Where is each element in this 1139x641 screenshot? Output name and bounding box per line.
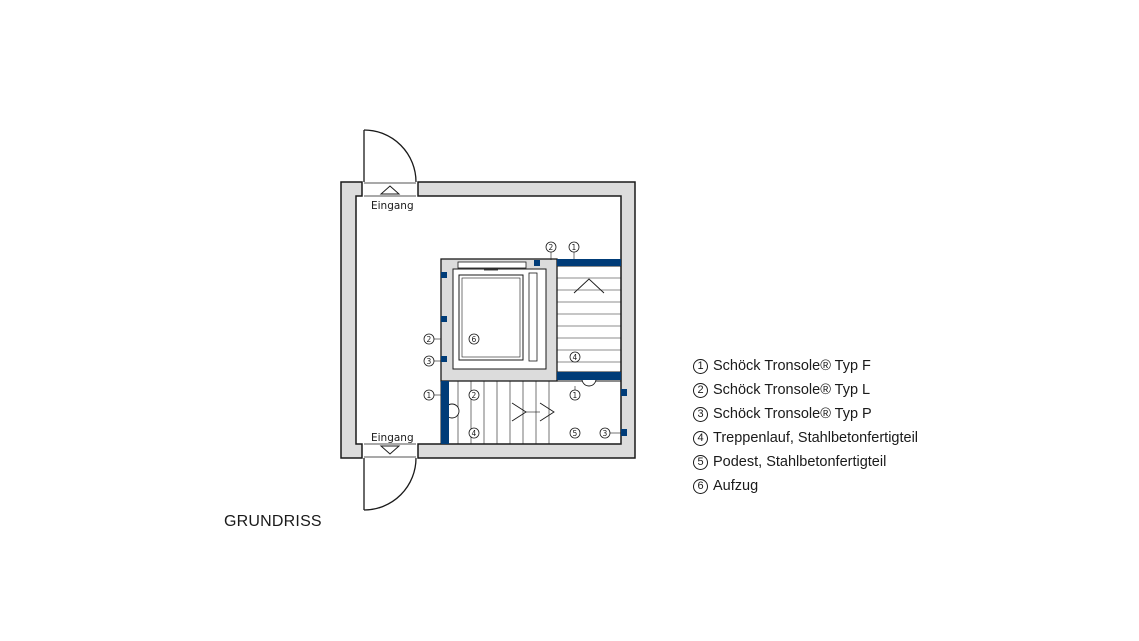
legend-item: 4 Treppenlauf, Stahlbetonfertigteil — [693, 426, 918, 450]
legend-text: Schöck Tronsole® Typ L — [713, 382, 871, 398]
marker-left-3: 3 — [423, 355, 441, 367]
marker-flight-4: 4 — [569, 351, 581, 363]
legend-text: Aufzug — [713, 478, 759, 494]
entrance-arrow-top-icon — [379, 185, 401, 195]
legend-item: 5 Podest, Stahlbetonfertigteil — [693, 450, 918, 474]
legend-number: 1 — [693, 358, 708, 374]
tronsole-elements — [441, 259, 627, 444]
marker-right-3: 3 — [599, 427, 621, 439]
legend-number: 2 — [693, 382, 708, 398]
marker-landing-1: 1 — [569, 386, 581, 401]
svg-text:2: 2 — [472, 391, 477, 400]
legend-item: 3 Schöck Tronsole® Typ P — [693, 402, 918, 426]
legend-number: 6 — [693, 478, 708, 494]
svg-text:4: 4 — [573, 353, 578, 362]
marker-elevator-6: 6 — [468, 333, 480, 345]
marker-top-1: 1 — [568, 241, 580, 259]
entrance-arrow-bottom-icon — [379, 445, 401, 455]
svg-text:5: 5 — [573, 429, 578, 438]
door-top — [363, 129, 417, 197]
legend-text: Podest, Stahlbetonfertigteil — [713, 454, 887, 470]
legend-text: Schöck Tronsole® Typ F — [713, 358, 871, 374]
drawing-title: GRUNDRISS — [224, 513, 322, 530]
marker-lower-2: 2 — [468, 389, 480, 401]
marker-left-2: 2 — [423, 333, 441, 345]
stair-flight-lower — [440, 380, 622, 445]
svg-text:3: 3 — [603, 429, 608, 438]
svg-text:2: 2 — [549, 243, 554, 252]
legend-number: 3 — [693, 406, 708, 422]
legend-number: 4 — [693, 430, 708, 446]
stair-flight-upper — [556, 265, 622, 373]
svg-text:1: 1 — [572, 243, 577, 252]
outer-walls — [340, 181, 636, 459]
legend-item: 1 Schöck Tronsole® Typ F — [693, 354, 918, 378]
marker-left-1: 1 — [423, 389, 441, 401]
marker-top-2: 2 — [545, 241, 557, 260]
svg-text:4: 4 — [472, 429, 477, 438]
svg-text:1: 1 — [427, 391, 432, 400]
svg-text:3: 3 — [427, 357, 432, 366]
svg-text:6: 6 — [472, 335, 477, 344]
legend-number: 5 — [693, 454, 708, 470]
entrance-label-top: Eingang — [371, 200, 414, 212]
marker-lower-4: 4 — [468, 427, 480, 439]
entrance-label-bottom: Eingang — [371, 432, 414, 444]
elevator-shaft — [440, 258, 558, 382]
plan-markers: 2 1 2 3 6 4 1 2 1 4 5 3 — [423, 241, 621, 439]
door-bottom — [363, 443, 417, 511]
legend-item: 2 Schöck Tronsole® Typ L — [693, 378, 918, 402]
svg-text:1: 1 — [573, 391, 578, 400]
svg-text:2: 2 — [427, 335, 432, 344]
marker-landing-5: 5 — [569, 427, 581, 439]
legend-text: Treppenlauf, Stahlbetonfertigteil — [713, 430, 919, 446]
legend-item: 6 Aufzug — [693, 474, 918, 498]
legend-text: Schöck Tronsole® Typ P — [713, 406, 872, 422]
